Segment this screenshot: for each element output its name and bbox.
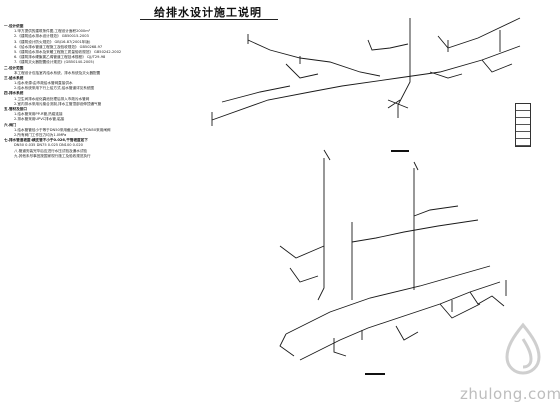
design-note-line: 1.给水来源:由市政给水管网直接供水 [14, 81, 73, 86]
design-note-line: 4.《给水排水管道工程施工及验收规范》 GB50268-97 [14, 44, 103, 49]
legend-table [515, 103, 531, 147]
design-note-line: 5.《建筑给水排水及采暖工程施工质量验收规范》 GB50242-2002 [14, 49, 122, 54]
design-note-line: 2.室内排水采用污废合流制,排水立管顶部设伸顶通气管 [14, 101, 102, 106]
lower-branch-i [414, 206, 458, 216]
lower-branch-a [280, 246, 324, 258]
design-note-line: 八.管道安装完毕后应进行水压试验及通水试验 [14, 148, 88, 153]
legend-row [516, 104, 530, 111]
legend-row [516, 118, 530, 125]
design-note-line: 2.给水系统采用下行上给方式,给水管道详见系统图 [14, 86, 95, 91]
design-note-line: 五.管材及接口 [4, 107, 27, 111]
design-note-line: 1.甲方提供的建筑条件图,工程设计面积2000m² [14, 29, 91, 34]
lower-pipe-isometric [280, 150, 506, 360]
lower-branch-e [440, 304, 480, 318]
design-note-line: 1.给水管采用PP-R管,热熔连接 [14, 112, 63, 117]
lower-system-caption [362, 372, 388, 375]
lower-riser-left [318, 158, 324, 300]
lower-main-line [300, 282, 500, 360]
design-note-line: 2.所有阀门工作压力均为1.0MPa [14, 132, 67, 137]
design-note-line: 本工程设计包括室内给水系统、排水系统及灭火器配置 [14, 70, 101, 75]
lower-branch-c [290, 268, 318, 282]
legend-row [516, 132, 530, 139]
design-note-line: 3.《建筑设计防火规范》 GBJ16-87(2001年版) [14, 39, 91, 44]
upper-pipe-isometric [212, 18, 520, 126]
upper-branch-g [286, 64, 318, 78]
upper-main-line [212, 46, 520, 120]
design-note-line: 九.其他未尽事宜按国家现行施工及验收规范执行 [14, 153, 91, 158]
upper-vent-6 [388, 100, 400, 108]
design-note-line: 三.给水系统 [4, 75, 24, 80]
design-note-line: 6.《建筑排水硬聚氯乙烯管道工程技术规程》 CJJ/T29-98 [14, 55, 106, 60]
design-note-line: 四.排水系统 [4, 91, 24, 96]
upper-branch-a [248, 40, 380, 76]
upper-caption-underline [391, 150, 409, 152]
design-note-line: 2.《建筑给水排水设计规范》 GB50015-2003 [14, 34, 89, 39]
lower-branch-g [334, 338, 346, 356]
design-note-line: 2.排水管采用UPVC排水管,粘接 [14, 117, 65, 122]
design-note-line: 1.给水管管径小于等于DN50采用截止阀,大于DN50采用闸阀 [14, 127, 111, 132]
drawing-title: 给排水设计施工说明 [154, 6, 262, 19]
design-note-line: 二.设计范围 [4, 65, 24, 70]
design-note-line: DN50 0.035 DN75 0.025 DN100 0.020 [14, 143, 83, 148]
legend-row [516, 146, 530, 152]
lower-vent-2 [414, 162, 418, 170]
design-note-line: 1.卫生间排水经化粪池处理后排入市政污水管网 [14, 96, 90, 101]
watermark-text: zhulong.com [460, 385, 560, 403]
upper-branch-d [438, 18, 520, 48]
upper-branch-e [430, 72, 462, 78]
legend-row [516, 125, 530, 132]
upper-riser [398, 18, 410, 118]
lower-branch-b [352, 220, 478, 242]
upper-vent-4 [388, 100, 408, 108]
design-note-line: 七.排水管道坡度:横支管不小于0.026,干管坡度如下 [4, 138, 88, 143]
lower-branch-d [396, 326, 418, 340]
upper-branch-f [482, 60, 512, 72]
lower-branch-f [470, 292, 504, 306]
lower-main-back [286, 266, 490, 334]
legend-row [516, 139, 530, 146]
lower-vent-1 [324, 150, 330, 160]
lower-branch-h [280, 334, 294, 356]
design-note-line: 六.阀门 [4, 122, 17, 127]
design-note-line: 一.设计依据 [4, 24, 24, 28]
upper-branch-b [222, 86, 290, 102]
design-note-line: 7.《建筑灭火器配置设计规范》(GB50140-2005) [14, 60, 95, 65]
title-underline [140, 19, 278, 20]
upper-system-caption [388, 149, 412, 152]
lower-caption-underline [365, 373, 385, 375]
upper-branch-c [368, 40, 408, 50]
watermark-logo [505, 322, 541, 375]
legend-row [516, 111, 530, 118]
